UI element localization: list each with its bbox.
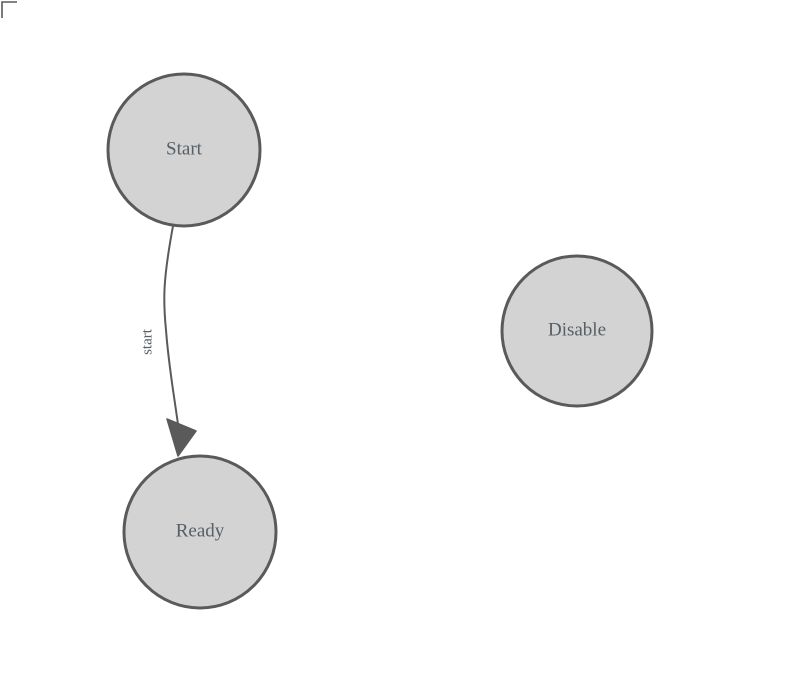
node-disable-label: Disable [548,319,606,340]
top-left-corner-bracket-icon [1,1,17,18]
edge-label-start: start [139,328,155,355]
node-disable[interactable]: Disable [500,254,654,408]
node-start-label: Start [166,138,203,159]
node-ready-circle [122,454,278,610]
node-disable-circle [500,254,654,408]
node-start[interactable]: Start [106,72,262,228]
node-start-circle [106,72,262,228]
node-ready-label: Ready [176,520,225,541]
node-ready[interactable]: Ready [122,454,278,610]
edge-start-to-ready[interactable]: start [139,225,197,457]
edge-line [163,225,180,433]
edge-arrowhead-icon [166,418,197,457]
